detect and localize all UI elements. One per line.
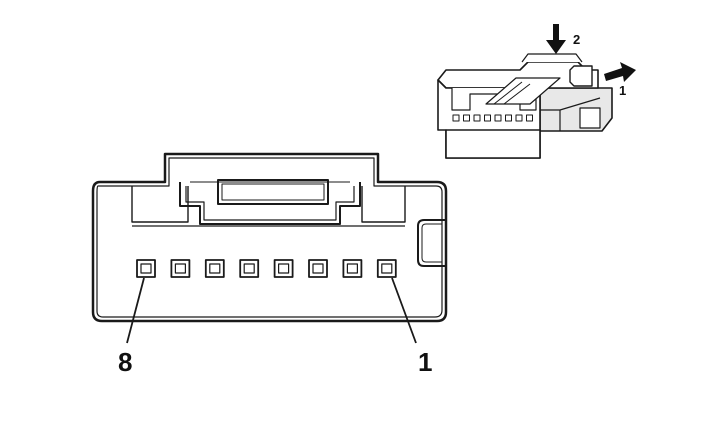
pin-contact-3 bbox=[312, 263, 324, 274]
side-key-slot bbox=[417, 219, 446, 267]
pin-contact-2 bbox=[346, 263, 358, 274]
connector-front-view bbox=[91, 152, 448, 344]
pin-label-right: 1 bbox=[418, 347, 432, 377]
pin-contact-6 bbox=[209, 263, 221, 274]
side-key-slot-inner bbox=[421, 223, 442, 263]
iso-latch-ramp bbox=[485, 77, 561, 105]
leader-line-pin-1 bbox=[391, 277, 417, 344]
iso-pin-hole-6 bbox=[473, 114, 481, 122]
iso-pin-hole-1 bbox=[526, 114, 533, 122]
iso-pin-hole-4 bbox=[494, 114, 502, 122]
iso-pin-hole-5 bbox=[484, 114, 491, 122]
top-step-left bbox=[131, 186, 189, 223]
iso-side-step bbox=[540, 97, 601, 131]
latch-window bbox=[179, 182, 361, 225]
housing-inner-line bbox=[96, 157, 443, 318]
pin-contact-1 bbox=[381, 263, 393, 274]
connector-iso-view bbox=[437, 53, 613, 159]
arrow-push-down bbox=[546, 24, 566, 54]
pin-contact-7 bbox=[174, 263, 186, 274]
pin-contact-8 bbox=[140, 263, 152, 274]
arrow-slide-label: 1 bbox=[619, 83, 626, 98]
iso-front-bottom bbox=[445, 129, 541, 159]
latch-block-inner bbox=[221, 183, 325, 201]
housing-outline bbox=[91, 152, 448, 323]
iso-pin-hole-3 bbox=[505, 114, 512, 122]
leader-line-pin-8 bbox=[126, 277, 145, 344]
pin-contact-4 bbox=[278, 263, 290, 274]
arrow-slide-right bbox=[604, 62, 636, 82]
iso-lock-tab bbox=[569, 65, 593, 87]
iso-pin-hole-2 bbox=[515, 114, 523, 122]
top-step-right bbox=[361, 186, 406, 223]
iso-pin-hole-7 bbox=[463, 114, 470, 122]
pin-contact-5 bbox=[243, 263, 255, 274]
iso-side-slot bbox=[579, 107, 601, 129]
iso-latch-ramp-line bbox=[493, 81, 531, 105]
pin-row bbox=[136, 259, 397, 278]
latch-window-inner bbox=[185, 186, 355, 221]
iso-pin-hole-8 bbox=[452, 114, 460, 122]
pin-label-left: 8 bbox=[118, 347, 132, 377]
iso-pin-row bbox=[452, 114, 533, 122]
arrow-push-label: 2 bbox=[573, 32, 580, 47]
iso-latch-top bbox=[521, 53, 583, 63]
